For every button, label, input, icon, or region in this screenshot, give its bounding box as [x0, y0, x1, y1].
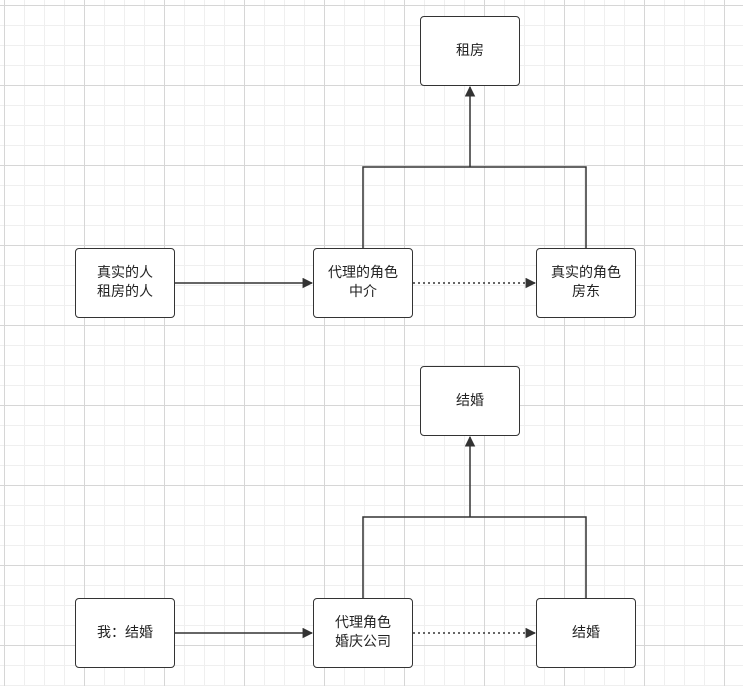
node-agent-proxy[interactable]: 代理的角色 中介 [313, 248, 413, 318]
node-real-person-line2: 租房的人 [97, 284, 153, 300]
node-wedding-goal-label: 结婚 [456, 392, 484, 409]
node-me-marry[interactable]: 我：结婚 [75, 598, 175, 668]
node-real-person-line1: 真实的人 [97, 265, 153, 281]
node-real-person[interactable]: 真实的人 租房的人 [75, 248, 175, 318]
node-wedding-company-line1: 代理角色 [335, 615, 391, 631]
node-marriage-label: 结婚 [572, 624, 600, 641]
node-marriage[interactable]: 结婚 [536, 598, 636, 668]
node-agent-proxy-line1: 代理的角色 [328, 265, 398, 281]
node-wedding-company[interactable]: 代理角色 婚庆公司 [313, 598, 413, 668]
node-landlord[interactable]: 真实的角色 房东 [536, 248, 636, 318]
node-wedding-goal[interactable]: 结婚 [420, 366, 520, 436]
node-rent-goal-label: 租房 [456, 42, 484, 59]
node-rent-goal[interactable]: 租房 [420, 16, 520, 86]
connector-proxy-up [362, 166, 587, 248]
node-agent-proxy-line2: 中介 [349, 284, 377, 300]
node-landlord-line1: 真实的角色 [551, 265, 621, 281]
node-wedding-company-line2: 婚庆公司 [335, 634, 391, 650]
node-me-marry-label: 我：结婚 [97, 624, 153, 641]
node-landlord-line2: 房东 [572, 284, 600, 300]
connector-wedding-proxy-up [362, 516, 587, 598]
